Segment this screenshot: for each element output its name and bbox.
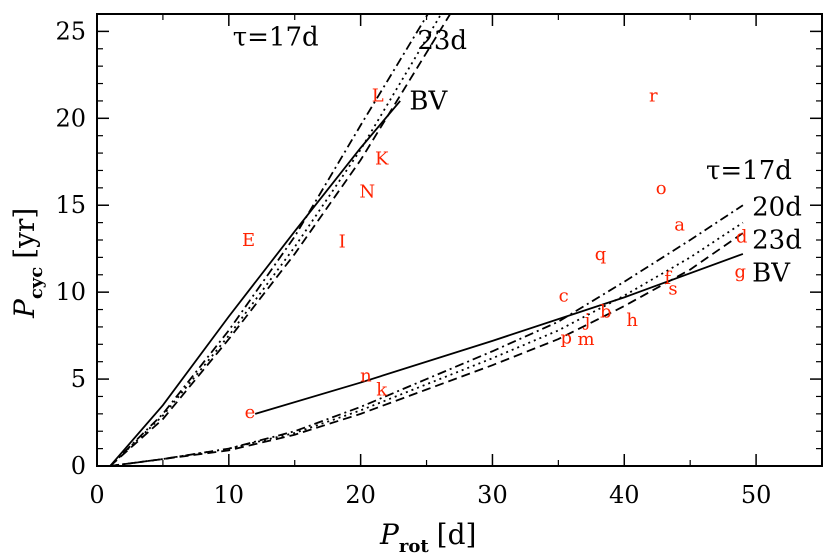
point-j: j	[583, 310, 591, 331]
point-m: m	[578, 329, 595, 350]
point-o: o	[656, 178, 667, 199]
point-I: I	[339, 232, 346, 253]
point-d: d	[736, 227, 748, 248]
y-tick-label: 15	[55, 191, 86, 219]
point-g: g	[735, 261, 747, 282]
curve-upper-dashed	[109, 14, 452, 466]
y-axis-label: Pcyc[yr]	[8, 208, 47, 319]
curve-label: 20d	[752, 193, 802, 223]
model-curves	[109, 14, 744, 466]
point-c: c	[559, 286, 569, 307]
point-k: k	[376, 380, 388, 401]
point-N: N	[359, 181, 375, 202]
x-tick-label: 40	[609, 481, 640, 509]
curve-label: BV	[752, 259, 791, 289]
point-K: K	[375, 148, 389, 169]
point-h: h	[626, 310, 638, 331]
curve-label: BV	[409, 87, 448, 117]
curve-label: τ=17d	[706, 156, 792, 186]
point-r: r	[649, 86, 658, 107]
x-tick-label: 30	[477, 481, 508, 509]
point-n: n	[360, 366, 372, 387]
y-tick-label: 20	[55, 104, 86, 132]
x-axis-label: Prot[d]	[379, 518, 476, 554]
point-E: E	[242, 230, 255, 251]
x-tick-label: 20	[345, 481, 376, 509]
x-tick-label: 0	[89, 481, 104, 509]
curve-label: 23d	[417, 26, 467, 56]
y-tick-label: 25	[55, 17, 86, 45]
point-p: p	[561, 327, 573, 348]
point-s: s	[668, 279, 677, 300]
curve-upper-solid	[109, 100, 401, 466]
y-tick-label: 10	[55, 278, 86, 306]
x-tick-label: 50	[741, 481, 772, 509]
curve-label: 23d	[752, 226, 802, 256]
point-b: b	[600, 301, 612, 322]
axis-ticks: 0 10 20 30 40 50 0 5 10 15 20 25	[55, 13, 823, 509]
point-q: q	[595, 244, 607, 265]
point-L: L	[372, 86, 384, 107]
plot-frame	[96, 13, 823, 467]
curve-upper-dotted	[109, 14, 443, 466]
x-tick-label: 10	[214, 481, 245, 509]
curve-label: τ=17d	[233, 22, 319, 52]
point-a: a	[674, 214, 685, 235]
point-f: f	[664, 268, 672, 289]
curve-lower-dashed	[110, 232, 744, 466]
curve-lower-dotted	[110, 221, 744, 466]
curve-upper-dashdot	[109, 14, 429, 466]
point-e: e	[245, 402, 256, 423]
y-tick-label: 5	[71, 365, 86, 393]
curve-lower-dashdot	[110, 204, 744, 466]
curve-lower-solid	[254, 253, 744, 415]
y-tick-label: 0	[71, 452, 86, 480]
